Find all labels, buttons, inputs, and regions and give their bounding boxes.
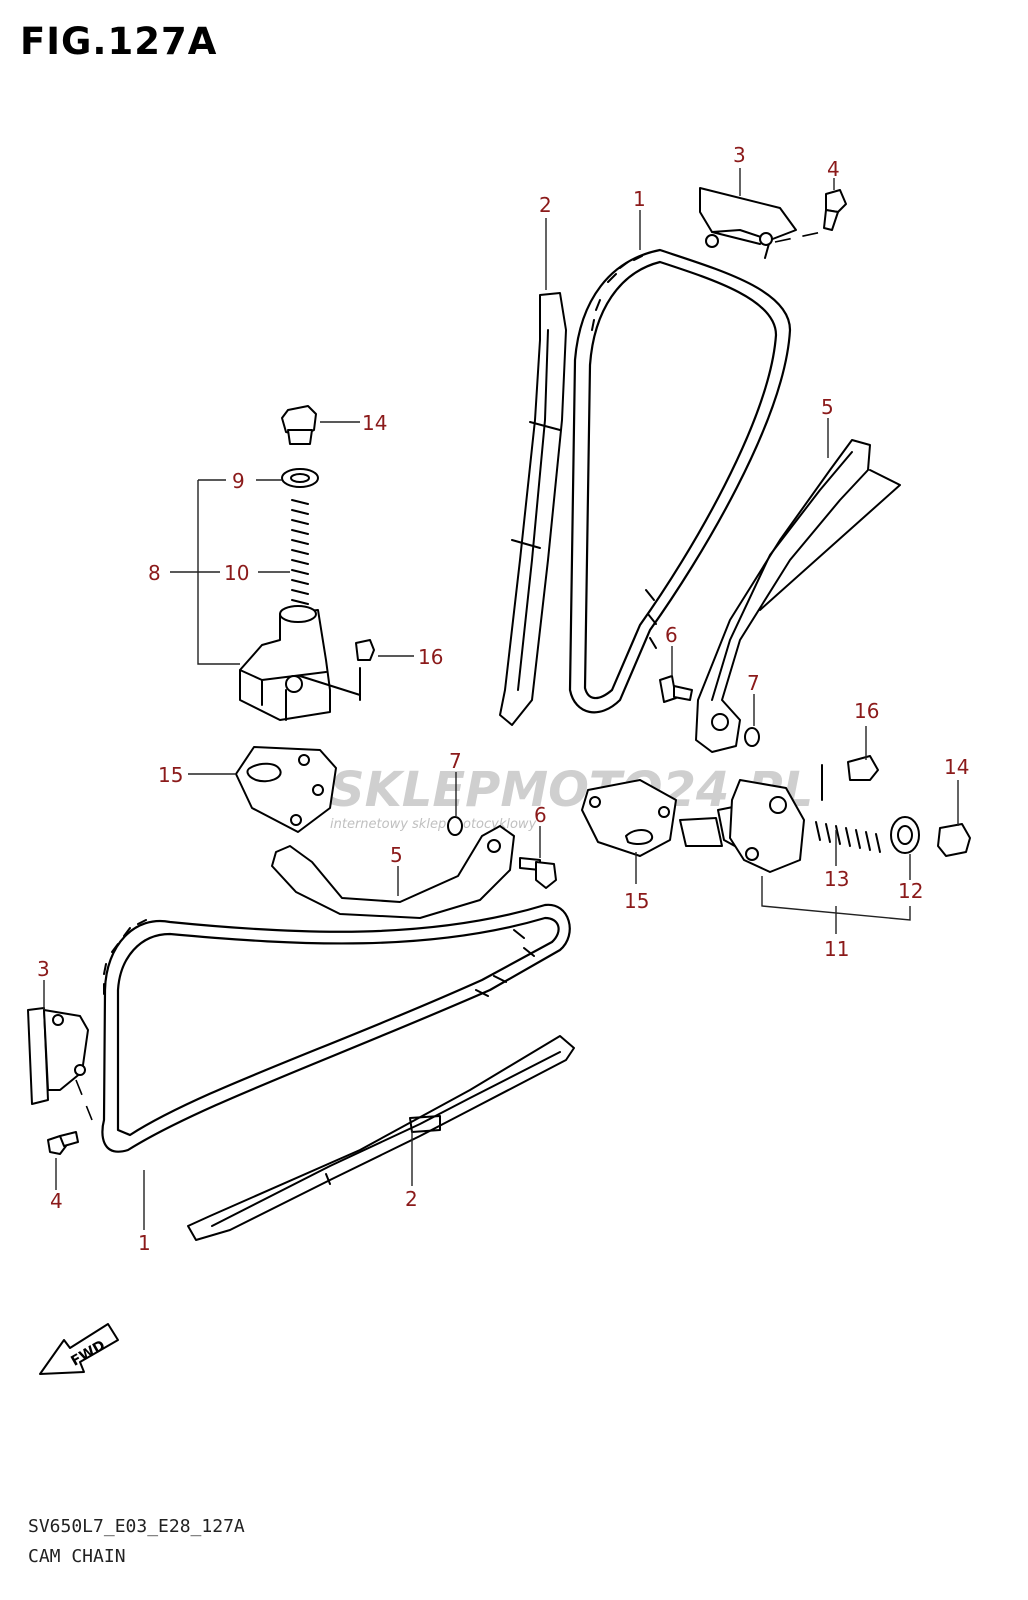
callout-2-upper: 2 [539, 193, 552, 217]
cam-chain-upper [568, 248, 792, 714]
bracket-upper [699, 187, 823, 259]
tensioner-assembly-left [239, 405, 375, 721]
callout-1-lower: 1 [138, 1231, 151, 1255]
washer-lower [447, 816, 463, 836]
callout-5-upper: 5 [821, 395, 834, 419]
chain-guide-upper [499, 292, 567, 726]
footer-code: SV650L7_E03_E28_127A [28, 1516, 245, 1537]
callout-15-left: 15 [158, 763, 183, 787]
cam-chain-lower [101, 903, 571, 1153]
callout-9: 9 [232, 469, 245, 493]
figure-title: FIG.127A [20, 20, 218, 63]
callout-7-upper: 7 [747, 671, 760, 695]
callout-1-upper: 1 [633, 187, 646, 211]
callout-labels: 1 2 3 4 5 6 7 8 9 10 11 12 13 14 14 15 1… [37, 143, 969, 1255]
forward-arrow-icon: FWD [39, 1323, 119, 1375]
leader-lines [43, 168, 959, 1230]
gasket-right [581, 779, 677, 857]
watermark-tagline: internetowy sklep motocyklowy [330, 817, 537, 832]
callout-8: 8 [148, 561, 161, 585]
washer-upper [744, 727, 760, 747]
callout-11: 11 [824, 937, 849, 961]
callout-16-left: 16 [418, 645, 443, 669]
tensioner-arm-upper [695, 439, 901, 753]
footer-name: CAM CHAIN [28, 1546, 126, 1567]
callout-4-lower: 4 [50, 1189, 63, 1213]
callout-2-lower: 2 [405, 1187, 418, 1211]
pivot-bolt-upper [659, 675, 693, 703]
callout-15-right: 15 [624, 889, 649, 913]
callout-14-left: 14 [362, 411, 387, 435]
callout-7-lower: 7 [449, 749, 462, 773]
bracket-lower [27, 1007, 93, 1121]
callout-6-lower: 6 [534, 803, 547, 827]
chain-guide-lower [187, 1035, 575, 1241]
callout-10: 10 [224, 561, 249, 585]
callout-3-lower: 3 [37, 957, 50, 981]
callout-16-right: 16 [854, 699, 879, 723]
callout-6-upper: 6 [665, 623, 678, 647]
callout-4-upper: 4 [827, 157, 840, 181]
bolt-lower [47, 1131, 79, 1155]
callout-14-right: 14 [944, 755, 969, 779]
gasket-left [235, 746, 337, 833]
bolt-upper [823, 189, 847, 231]
callout-13: 13 [824, 867, 849, 891]
callout-3-upper: 3 [733, 143, 746, 167]
tensioner-arm-lower [271, 825, 515, 919]
callout-12: 12 [898, 879, 923, 903]
pivot-bolt-lower [519, 857, 557, 889]
tensioner-assembly-right [679, 755, 971, 873]
callout-5-lower: 5 [390, 843, 403, 867]
